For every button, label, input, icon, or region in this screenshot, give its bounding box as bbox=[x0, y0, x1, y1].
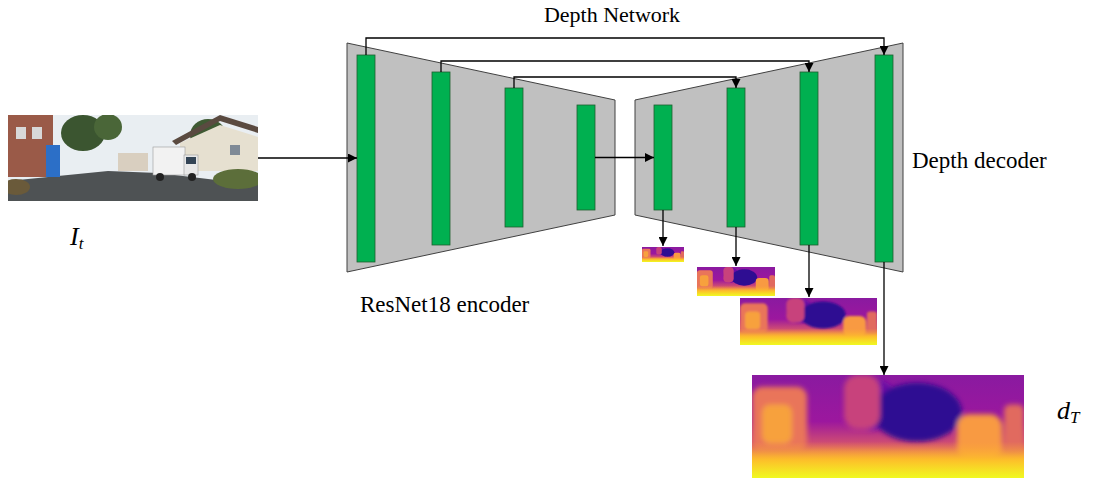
feature-layer bbox=[357, 55, 375, 262]
trapezoid-outline bbox=[635, 43, 903, 272]
figure-title: Depth Network bbox=[544, 2, 680, 28]
feature-layer bbox=[800, 72, 818, 245]
feature-layer bbox=[654, 105, 672, 210]
trapezoid-outline bbox=[347, 43, 615, 272]
node-label: ResNet18 encoder bbox=[360, 292, 529, 317]
node-outline bbox=[752, 375, 1024, 478]
connector-arrow bbox=[258, 157, 357, 158]
label-group: It bbox=[70, 221, 83, 255]
node-outline bbox=[8, 115, 258, 201]
node-label: Depth decoder bbox=[912, 148, 1047, 173]
feature-layer bbox=[577, 105, 595, 210]
feature-layer bbox=[505, 88, 523, 227]
input-image: It bbox=[8, 115, 258, 201]
feature-layer bbox=[875, 55, 893, 262]
depth-map-large bbox=[740, 298, 877, 345]
depth-map-medium bbox=[697, 267, 775, 296]
node-outline bbox=[347, 43, 615, 272]
street-photo bbox=[2, 114, 263, 201]
output-arrow bbox=[808, 245, 809, 297]
depth-map bbox=[752, 375, 1024, 478]
connector-arrow bbox=[595, 157, 654, 158]
label-group: Depth decoder bbox=[912, 147, 1047, 175]
depth-map-small bbox=[642, 247, 684, 262]
subscript-label: T bbox=[1070, 408, 1079, 427]
connector-arrow bbox=[366, 38, 884, 55]
connector-arrow bbox=[883, 262, 884, 375]
node-label: I bbox=[70, 222, 79, 251]
subscript-label: t bbox=[79, 234, 84, 253]
output-arrow bbox=[735, 227, 736, 266]
node-label: d bbox=[1057, 396, 1070, 425]
output-arrow bbox=[662, 210, 663, 246]
depth-output: dT bbox=[752, 375, 1024, 478]
feature-layer bbox=[727, 88, 745, 227]
node-outline bbox=[635, 43, 903, 272]
decoder-block: Depth decoder bbox=[635, 43, 903, 272]
label-group: ResNet18 encoder bbox=[360, 291, 529, 319]
connector-arrow bbox=[441, 61, 809, 72]
encoder-block: ResNet18 encoder bbox=[347, 43, 615, 272]
feature-layer bbox=[432, 72, 450, 245]
label-group: dT bbox=[1057, 395, 1079, 429]
